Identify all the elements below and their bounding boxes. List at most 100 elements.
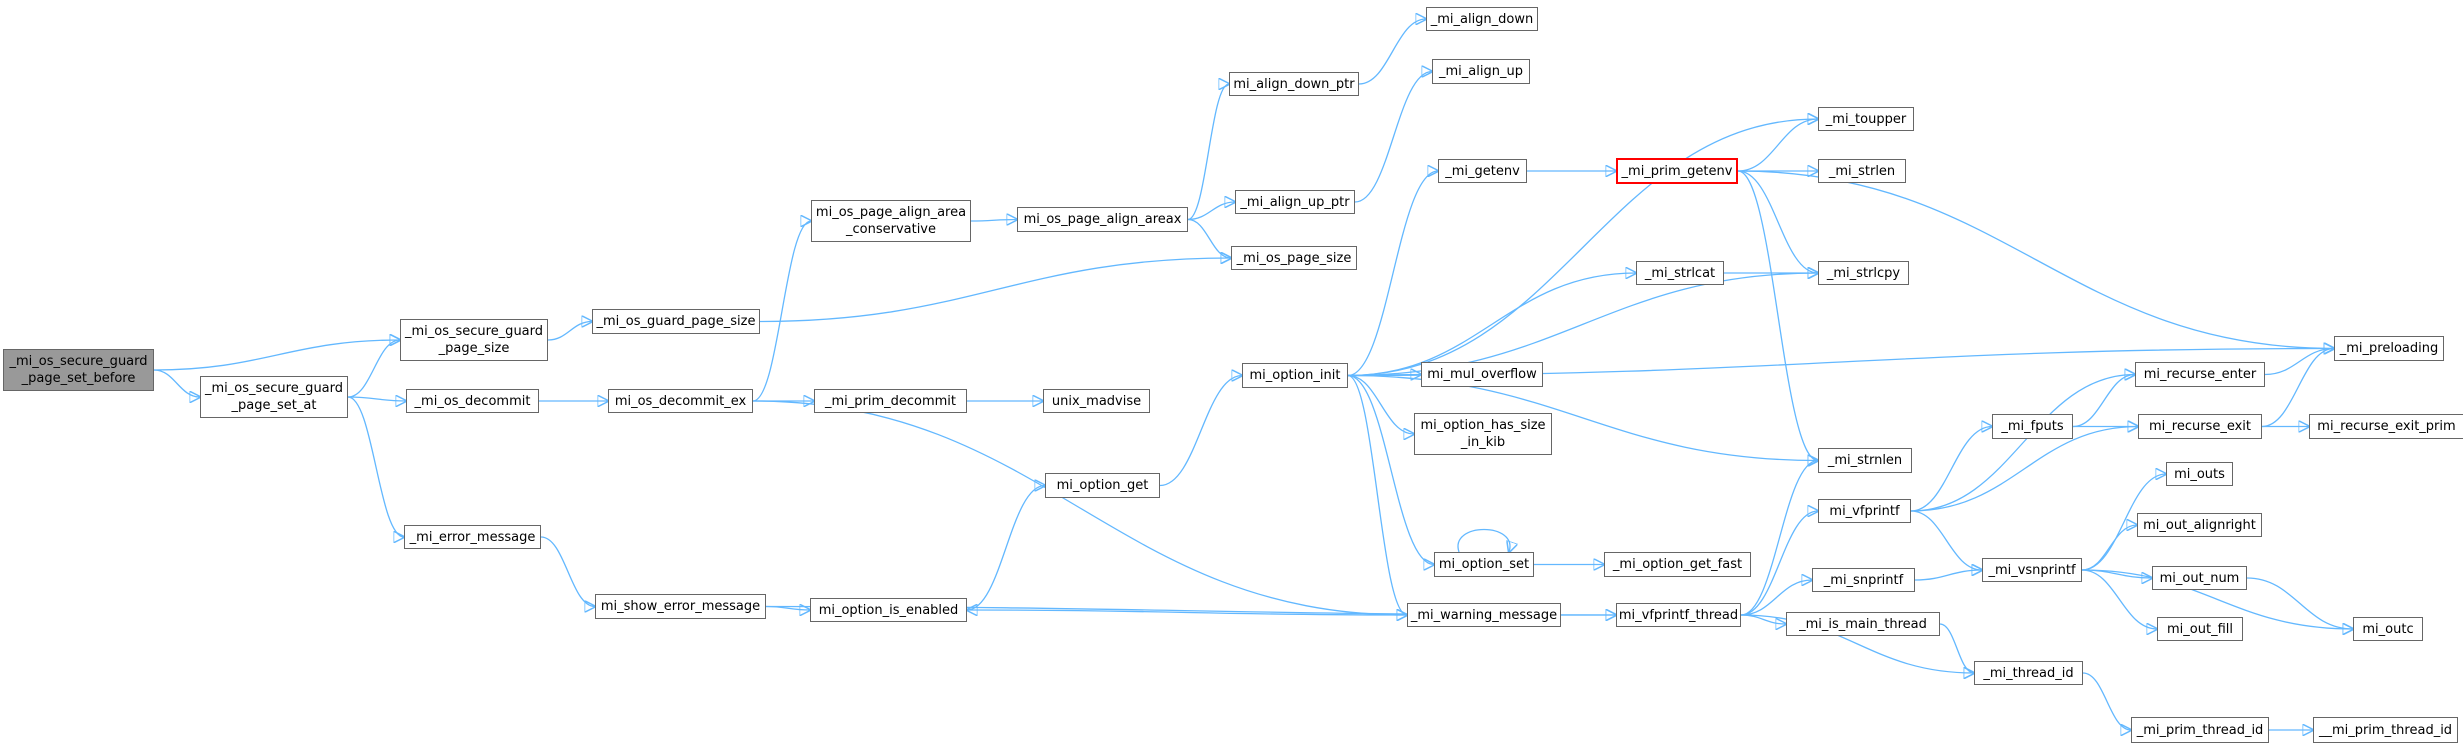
node-mi_os_decommit_ex[interactable]: mi_os_decommit_ex bbox=[608, 389, 753, 413]
edge-mi_os_page_align_area_conservative-to-mi_os_page_align_areax bbox=[970, 220, 1017, 222]
node-label: _mi_strlcat bbox=[1644, 265, 1716, 281]
edge-_mi_os_secure_guard_page_set_at-to-_mi_error_message bbox=[347, 396, 404, 537]
node-mi_outc[interactable]: mi_outc bbox=[2353, 617, 2423, 641]
node-_mi_os_decommit[interactable]: _mi_os_decommit bbox=[406, 389, 539, 413]
edge-mi_option_set-to-mi_option_set bbox=[1457, 528, 1510, 553]
node-__mi_prim_thread_id[interactable]: __mi_prim_thread_id bbox=[2313, 717, 2458, 743]
node-label: _page_size bbox=[438, 341, 510, 356]
node-label: _mi_os_page_size bbox=[1236, 250, 1352, 266]
edge-_mi_os_secure_guard_page_set_before-to-_mi_os_secure_guard_page_size bbox=[153, 340, 400, 371]
node-mi_option_has_size_in_kib[interactable]: mi_option_has_size_in_kib bbox=[1414, 413, 1552, 455]
node-_mi_os_secure_guard_page_size[interactable]: _mi_os_secure_guard_page_size bbox=[400, 319, 548, 361]
node-_mi_error_message[interactable]: _mi_error_message bbox=[404, 525, 541, 549]
edge-mi_option_init-to-mi_option_set bbox=[1347, 374, 1434, 565]
node-label: mi_out_num bbox=[2159, 570, 2240, 586]
node-mi_os_page_align_area_conservative[interactable]: mi_os_page_align_area_conservative bbox=[811, 200, 971, 242]
node-label: _mi_strnlen bbox=[1827, 453, 1903, 468]
node-_mi_prim_getenv[interactable]: _mi_prim_getenv bbox=[1616, 158, 1738, 184]
edge-mi_option_init-to-mi_option_has_size_in_kib bbox=[1347, 374, 1414, 435]
node-_mi_os_secure_guard_page_set_at[interactable]: _mi_os_secure_guard_page_set_at bbox=[200, 376, 348, 418]
edge-mi_vfprintf_thread-to-_mi_snprintf bbox=[1740, 580, 1812, 616]
edge-mi_option_is_enabled-to-mi_option_get bbox=[966, 486, 1045, 611]
node-mi_recurse_exit[interactable]: mi_recurse_exit bbox=[2138, 414, 2262, 439]
edge-mi_os_decommit_ex-to-mi_os_page_align_area_conservative bbox=[752, 221, 811, 402]
node-label: _mi_error_message bbox=[409, 529, 536, 545]
node-_mi_preloading[interactable]: _mi_preloading bbox=[2334, 336, 2444, 361]
node-_mi_os_guard_page_size[interactable]: _mi_os_guard_page_size bbox=[592, 309, 760, 334]
node-mi_option_set[interactable]: mi_option_set bbox=[1434, 552, 1534, 577]
node-_mi_strnlen[interactable]: _mi_strnlen bbox=[1818, 448, 1912, 473]
node-mi_out_alignright[interactable]: mi_out_alignright bbox=[2137, 513, 2262, 537]
node-mi_vfprintf[interactable]: mi_vfprintf bbox=[1818, 499, 1911, 523]
node-_mi_toupper[interactable]: _mi_toupper bbox=[1818, 107, 1914, 131]
node-_mi_align_up_ptr[interactable]: _mi_align_up_ptr bbox=[1235, 190, 1355, 214]
edge-mi_option_init-to-_mi_strlcpy bbox=[1347, 273, 1818, 377]
node-_mi_align_down[interactable]: _mi_align_down bbox=[1426, 7, 1538, 31]
edge-_mi_snprintf-to-_mi_vsnprintf bbox=[1914, 570, 1982, 581]
node-mi_os_page_align_areax[interactable]: mi_os_page_align_areax bbox=[1017, 207, 1188, 232]
node-label: _mi_strlen bbox=[1828, 163, 1896, 179]
node-label: _mi_toupper bbox=[1825, 111, 1907, 127]
node-unix_madvise[interactable]: unix_madvise bbox=[1043, 389, 1150, 413]
node-_mi_os_page_size[interactable]: _mi_os_page_size bbox=[1231, 246, 1357, 270]
edge-_mi_warning_message-to-mi_option_is_enabled bbox=[967, 610, 1408, 615]
node-_mi_option_get_fast[interactable]: _mi_option_get_fast bbox=[1604, 552, 1751, 577]
node-_mi_prim_decommit[interactable]: _mi_prim_decommit bbox=[814, 389, 967, 413]
edge-_mi_align_up_ptr-to-_mi_align_up bbox=[1354, 72, 1432, 203]
node-mi_mul_overflow[interactable]: mi_mul_overflow bbox=[1421, 362, 1543, 387]
node-_mi_snprintf[interactable]: _mi_snprintf bbox=[1812, 568, 1915, 592]
edge-_mi_is_main_thread-to-_mi_thread_id bbox=[1939, 623, 1974, 673]
edge-_mi_thread_id-to-_mi_prim_thread_id bbox=[2082, 672, 2131, 730]
edge-mi_os_decommit_ex-to-_mi_warning_message bbox=[752, 400, 1407, 615]
node-label: _mi_os_secure_guard bbox=[9, 354, 148, 369]
edge-mi_recurse_enter-to-_mi_preloading bbox=[2264, 349, 2334, 376]
node-_mi_thread_id[interactable]: _mi_thread_id bbox=[1974, 661, 2083, 685]
node-mi_outs[interactable]: mi_outs bbox=[2166, 462, 2233, 486]
edge-_mi_prim_getenv-to-_mi_strlcpy bbox=[1737, 170, 1818, 273]
node-_mi_is_main_thread[interactable]: _mi_is_main_thread bbox=[1786, 612, 1940, 636]
node-label: _mi_fputs bbox=[2001, 419, 2064, 434]
node-label: _mi_align_down bbox=[1430, 11, 1534, 27]
node-_mi_fputs[interactable]: _mi_fputs bbox=[1992, 414, 2073, 439]
edge-_mi_os_secure_guard_page_set_before-to-_mi_os_secure_guard_page_set_at bbox=[153, 369, 200, 397]
node-mi_option_is_enabled[interactable]: mi_option_is_enabled bbox=[810, 598, 967, 622]
node-mi_vfprintf_thread[interactable]: mi_vfprintf_thread bbox=[1616, 603, 1741, 627]
node-label: _mi_os_secure_guard bbox=[204, 381, 344, 396]
node-label: mi_out_alignright bbox=[2143, 517, 2256, 533]
edge-mi_out_num-to-mi_outc bbox=[2246, 577, 2353, 629]
node-label: mi_align_down_ptr bbox=[1233, 76, 1355, 92]
node-mi_align_down_ptr[interactable]: mi_align_down_ptr bbox=[1229, 72, 1359, 96]
node-label: _mi_prim_thread_id bbox=[2136, 722, 2264, 738]
node-_mi_align_up[interactable]: _mi_align_up bbox=[1432, 59, 1530, 84]
node-label: _mi_getenv bbox=[1445, 163, 1520, 179]
node-label: mi_option_set bbox=[1438, 557, 1530, 572]
edge-_mi_prim_getenv-to-_mi_preloading bbox=[1737, 170, 2334, 349]
node-_mi_getenv[interactable]: _mi_getenv bbox=[1438, 159, 1527, 183]
node-_mi_vsnprintf[interactable]: _mi_vsnprintf bbox=[1982, 558, 2082, 582]
node-mi_option_get[interactable]: mi_option_get bbox=[1045, 473, 1160, 498]
node-mi_out_fill[interactable]: mi_out_fill bbox=[2157, 617, 2243, 641]
edge-mi_align_down_ptr-to-_mi_align_down bbox=[1358, 19, 1426, 85]
node-mi_recurse_exit_prim[interactable]: mi_recurse_exit_prim bbox=[2309, 414, 2463, 439]
node-label: mi_recurse_exit bbox=[2148, 419, 2251, 434]
node-mi_show_error_message[interactable]: mi_show_error_message bbox=[595, 594, 766, 619]
node-mi_out_num[interactable]: mi_out_num bbox=[2152, 566, 2247, 590]
node-mi_recurse_enter[interactable]: mi_recurse_enter bbox=[2135, 362, 2265, 387]
node-label: _mi_warning_message bbox=[1410, 607, 1558, 623]
node-_mi_warning_message[interactable]: _mi_warning_message bbox=[1407, 603, 1561, 627]
node-label: _mi_strlcpy bbox=[1826, 265, 1901, 281]
edge-_mi_error_message-to-mi_show_error_message bbox=[540, 536, 595, 607]
node-_mi_strlcat[interactable]: _mi_strlcat bbox=[1636, 261, 1724, 285]
node-_mi_prim_thread_id[interactable]: _mi_prim_thread_id bbox=[2131, 717, 2269, 743]
edge-mi_vfprintf-to-mi_recurse_exit bbox=[1910, 427, 2138, 512]
edge-mi_vfprintf-to-_mi_vsnprintf bbox=[1910, 510, 1982, 570]
node-label: _mi_prim_getenv bbox=[1621, 163, 1733, 179]
edge-_mi_vsnprintf-to-mi_out_alignright bbox=[2081, 525, 2137, 571]
node-label: mi_option_init bbox=[1249, 368, 1341, 383]
node-_mi_strlen[interactable]: _mi_strlen bbox=[1818, 159, 1906, 183]
edge-mi_option_init-to-_mi_strlcat bbox=[1347, 273, 1636, 377]
node-_mi_strlcpy[interactable]: _mi_strlcpy bbox=[1818, 261, 1909, 285]
node-label: _mi_os_decommit bbox=[414, 393, 531, 409]
node-mi_option_init[interactable]: mi_option_init bbox=[1242, 363, 1348, 388]
